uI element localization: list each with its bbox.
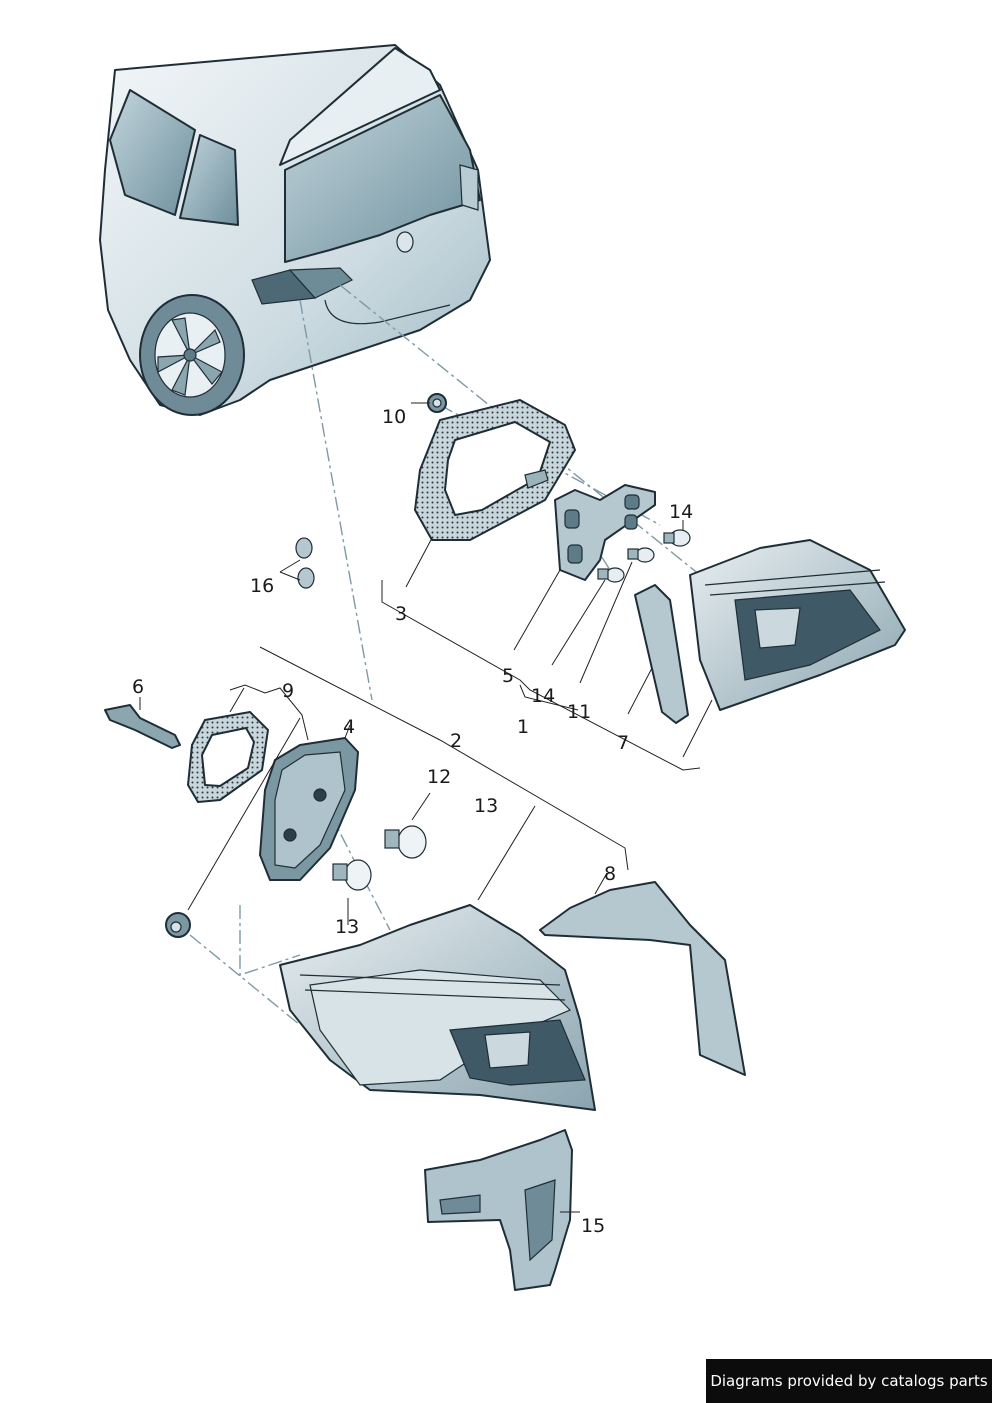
callout-6: 6	[132, 676, 144, 698]
callouts: 1 2 3 4 5 6 7 8 9 10 11 12 13 13 14 14 1…	[132, 406, 693, 1237]
callout-14-lower: 14	[531, 685, 555, 707]
callout-7: 7	[617, 732, 629, 754]
callout-11: 11	[567, 701, 591, 723]
callout-10: 10	[382, 406, 406, 428]
callout-2: 2	[450, 730, 462, 752]
bulb-icon	[627, 547, 655, 563]
callout-1: 1	[517, 716, 529, 738]
seal-strip-lower	[539, 881, 746, 1076]
nut-icon	[165, 912, 191, 938]
callout-8: 8	[604, 863, 616, 885]
screw-icon	[104, 704, 181, 749]
callout-5: 5	[502, 665, 514, 687]
gasket-lower	[187, 711, 269, 803]
footer-credit: Diagrams provided by catalogs parts	[706, 1359, 992, 1403]
callout-13-lower: 13	[335, 916, 359, 938]
bracket-icon	[424, 1129, 573, 1291]
callout-9: 9	[282, 680, 294, 702]
bulb-holder-upper	[554, 484, 656, 581]
leader-lines	[139, 402, 713, 1213]
bulb-icon	[663, 529, 691, 547]
nut-icon	[427, 393, 447, 413]
bulb-icon	[597, 567, 625, 583]
gasket-upper	[414, 399, 576, 541]
callout-13-upper: 13	[474, 795, 498, 817]
callout-3: 3	[395, 603, 407, 625]
callout-15: 15	[581, 1215, 605, 1237]
bulb-icon	[384, 825, 427, 859]
callout-4: 4	[343, 716, 355, 738]
callout-16: 16	[250, 575, 274, 597]
car-rear-icon	[99, 44, 491, 416]
callout-12: 12	[427, 766, 451, 788]
callout-14-upper: 14	[669, 501, 693, 523]
bulb-icon	[332, 859, 372, 891]
tail-lamp-icon	[689, 539, 906, 711]
seal-strip	[634, 584, 689, 724]
bulb-holder-lower	[259, 737, 359, 881]
tail-lamp-icon	[279, 904, 596, 1111]
clip-icon	[295, 537, 315, 589]
